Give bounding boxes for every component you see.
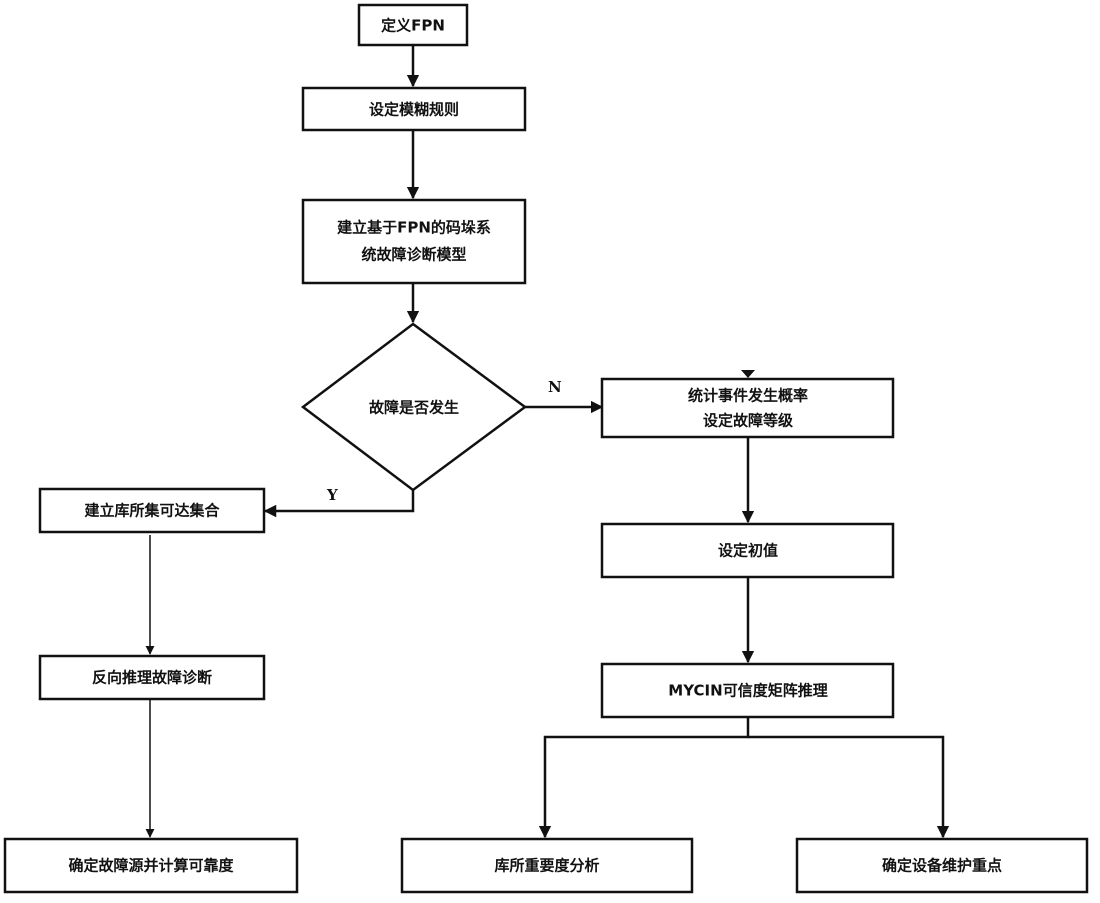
node-mycin-reasoning-label: MYCIN可信度矩阵推理 <box>668 682 827 700</box>
node-place-importance: 库所重要度分析 <box>400 837 694 894</box>
node-mycin-reasoning: MYCIN可信度矩阵推理 <box>600 662 895 719</box>
node-set-fuzzy-rules-label: 设定模糊规则 <box>369 101 459 119</box>
node-define-fpn-label: 定义FPN <box>381 17 445 35</box>
node-maintenance-points: 确定设备维护重点 <box>795 837 1089 894</box>
node-define-fpn: 定义FPN <box>357 3 469 47</box>
node-reverse-reasoning: 反向推理故障诊断 <box>38 654 266 701</box>
edge-label-no: N <box>548 378 562 396</box>
node-determine-fault-source-label: 确定故障源并计算可靠度 <box>68 857 234 875</box>
node-set-initial-value: 设定初值 <box>600 522 895 579</box>
node-place-importance-label: 库所重要度分析 <box>494 857 599 875</box>
node-fault-occurred-decision: 故障是否发生 <box>300 322 528 492</box>
node-set-fuzzy-rules: 设定模糊规则 <box>301 86 527 132</box>
node-set-initial-value-label: 设定初值 <box>718 542 778 560</box>
node-build-model-line1: 建立基于FPN的码垛系 <box>337 219 491 237</box>
node-build-reachable-set: 建立库所集可达集合 <box>38 487 266 534</box>
node-stats-probability-line1: 统计事件发生概率 <box>688 387 808 405</box>
node-build-model-line2: 统故障诊断模型 <box>361 246 466 264</box>
edges <box>145 45 950 839</box>
node-determine-fault-source: 确定故障源并计算可靠度 <box>3 837 299 894</box>
small-arrow-tick <box>741 370 755 378</box>
node-reverse-reasoning-label: 反向推理故障诊断 <box>92 669 212 687</box>
node-build-reachable-set-label: 建立库所集可达集合 <box>84 502 220 520</box>
node-fault-occurred-label: 故障是否发生 <box>369 399 459 417</box>
edge-label-yes: Y <box>326 486 338 504</box>
edge-mycin-split <box>538 717 750 839</box>
node-stats-probability: 统计事件发生概率 设定故障等级 <box>600 377 895 439</box>
node-maintenance-points-label: 确定设备维护重点 <box>882 857 1002 875</box>
node-build-model: 建立基于FPN的码垛系 统故障诊断模型 <box>301 198 527 285</box>
edge-decision-to-reachable <box>263 488 415 518</box>
node-stats-probability-line2: 设定故障等级 <box>703 412 794 430</box>
edge-mycin-to-maintenance <box>748 735 950 839</box>
